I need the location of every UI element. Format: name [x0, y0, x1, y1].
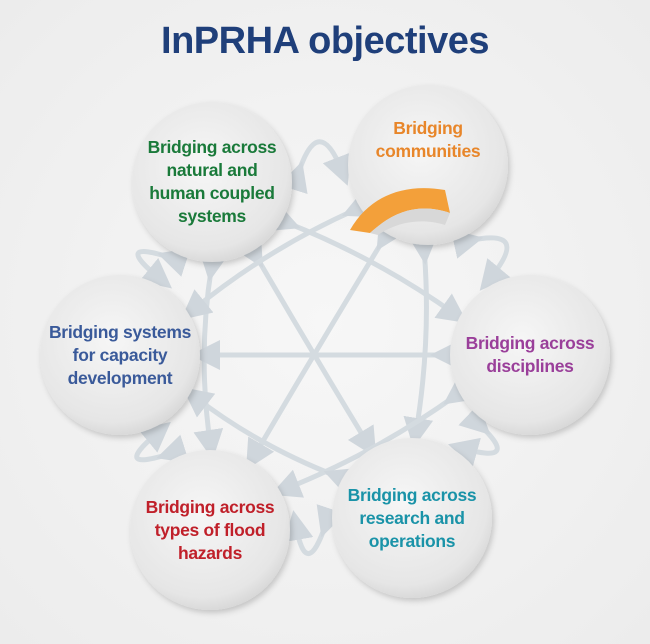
objective-circle — [130, 450, 290, 610]
connector-arrow — [182, 387, 358, 496]
objective-circle — [132, 102, 292, 262]
connector-arrow — [283, 504, 346, 557]
connector-arrow — [450, 229, 511, 291]
connector-arrow — [134, 421, 190, 464]
connector-arrow — [180, 189, 376, 320]
objective-circle — [40, 275, 200, 435]
connecting-arrows — [134, 139, 511, 557]
connector-arrow — [246, 217, 406, 470]
connector-arrow — [403, 233, 438, 448]
diagram-title: InPRHA objectives — [161, 20, 489, 62]
objective-circle — [332, 438, 492, 598]
objective-circle — [450, 275, 610, 435]
connector-arrow — [135, 248, 191, 289]
connector-arrow — [234, 234, 377, 458]
connector-arrow — [447, 403, 500, 467]
bridge-icon — [350, 188, 450, 235]
connector-arrow — [278, 139, 351, 195]
